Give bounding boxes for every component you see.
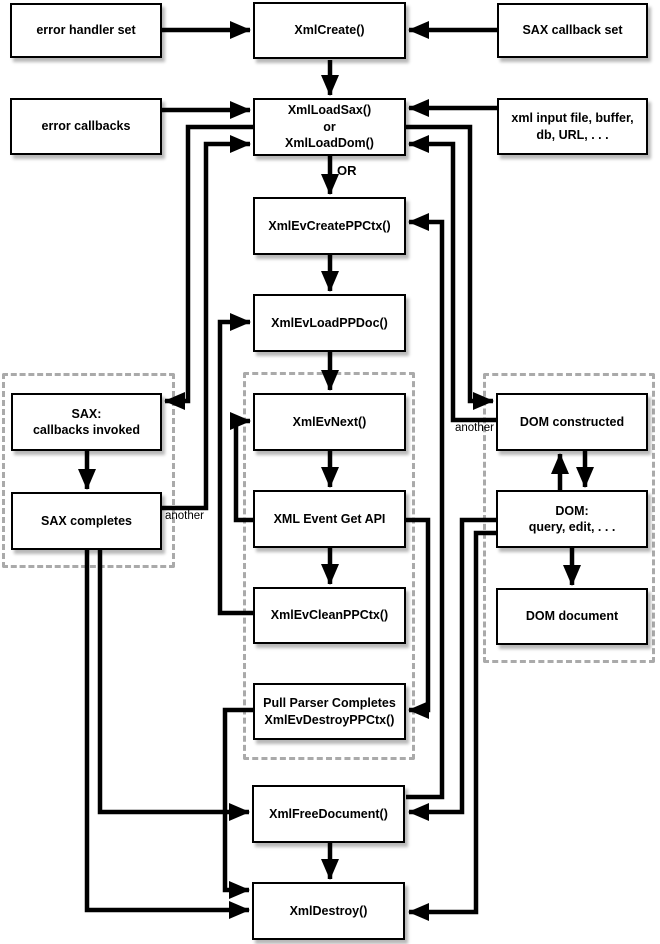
node-dom-document: DOM document [496, 588, 648, 645]
node-xmlevloadppdoc: XmlEvLoadPPDoc() [253, 294, 406, 352]
node-xmlfreedocument: XmlFreeDocument() [252, 785, 405, 843]
node-error-handler-set: error handler set [10, 3, 162, 58]
node-dom-constructed: DOM constructed [496, 393, 648, 451]
another-label-dom-loop: another [455, 422, 495, 434]
or-branch-label: OR [337, 163, 357, 178]
node-dom-query-edit: DOM: query, edit, . . . [496, 490, 648, 548]
arrow-xmlload-to-domconstructed [406, 124, 494, 410]
arrow-eventgetapi-to-pullparser [406, 517, 431, 719]
node-xmlevcreateppctx: XmlEvCreatePPCtx() [253, 197, 406, 255]
node-sax-completes: SAX completes [11, 492, 162, 550]
node-xmlcreate: XmlCreate() [253, 2, 406, 59]
node-error-callbacks: error callbacks [10, 98, 162, 155]
arrow-domquery-to-destroy [408, 530, 496, 921]
arrow-freedocument-to-evcreateppctx [406, 213, 445, 800]
arrow-saxcompletes-another-to-xmlload [162, 135, 251, 511]
arrow-eventgetapi-to-evnext-loop [230, 412, 253, 523]
node-sax-callback-set: SAX callback set [497, 3, 648, 58]
arrow-evcleanppctx-to-evloadppdoc [217, 313, 253, 616]
arrow-pullparser-to-destroy [222, 707, 253, 899]
node-xml-event-get-api: XML Event Get API [253, 490, 406, 548]
arrow-domquery-to-freedocument [408, 517, 496, 821]
node-pull-parser-completes: Pull Parser Completes XmlEvDestroyPPCtx(… [253, 683, 406, 740]
node-xmlevcleanppctx: XmlEvCleanPPCtx() [253, 587, 406, 644]
arrow-saxcompletes-to-freedocument [97, 550, 250, 821]
node-xmldestroy: XmlDestroy() [252, 882, 405, 940]
arrow-domconstructed-another-to-xmlload [408, 135, 496, 423]
arrow-xmlload-to-saxcallbacks [164, 124, 253, 410]
node-xml-input-source: xml input file, buffer, db, URL, . . . [497, 98, 648, 155]
arrow-saxcompletes-to-destroy [84, 550, 250, 919]
node-sax-callbacks-invoked: SAX: callbacks invoked [11, 393, 162, 451]
another-label-sax-loop: another [165, 510, 205, 522]
node-xmlloadsax-or-xmlloaddom: XmlLoadSax() or XmlLoadDom() [253, 98, 406, 156]
node-xmlevnext: XmlEvNext() [253, 393, 406, 451]
